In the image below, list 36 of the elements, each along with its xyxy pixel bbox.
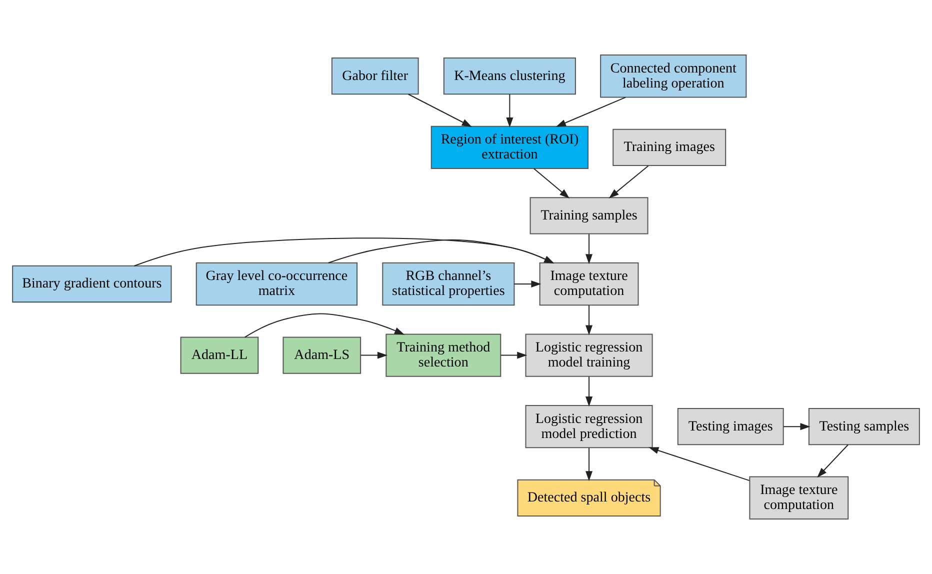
node-box: Gray level co-occurrence matrix: [196, 262, 358, 306]
arrow: [586, 448, 593, 482]
arrow: [534, 168, 570, 198]
arrow: [328, 239, 554, 264]
node-box: Gabor filter: [331, 58, 419, 95]
node-box: Region of interest (ROI) extraction: [430, 126, 589, 169]
node-box: Connected component labeling operation: [600, 54, 747, 98]
arrow: [134, 238, 554, 266]
node-box: Training method selection: [386, 334, 502, 377]
arrow: [784, 423, 810, 430]
arrow: [244, 313, 405, 338]
node-box: Testing samples: [808, 408, 920, 446]
arrow: [500, 352, 528, 359]
node-box: Training samples: [530, 197, 648, 234]
arrow: [586, 305, 593, 336]
node-box: Testing images: [677, 408, 784, 446]
arrow: [586, 234, 593, 264]
arrow: [586, 376, 593, 407]
arrow: [608, 165, 649, 198]
arrow: [408, 94, 472, 127]
node-box: Image texture computation: [539, 262, 639, 306]
arrow: [648, 447, 750, 482]
node-box: Adam-LS: [282, 336, 362, 374]
node-box: Training images: [612, 128, 726, 166]
node-box: Logistic regression model prediction: [525, 405, 653, 448]
arrow: [506, 94, 514, 128]
arrow: [817, 444, 848, 478]
node-box: Adam-LL: [180, 336, 259, 374]
node-box: Binary gradient contours: [12, 265, 172, 303]
node-box: K-Means clustering: [443, 58, 576, 95]
node-box: Logistic regression model training: [525, 334, 653, 377]
arrow: [514, 280, 542, 288]
arrow: [556, 96, 626, 127]
node-box: RGB channel’s statistical properties: [382, 262, 515, 306]
arrow: [360, 352, 388, 359]
node-box: Image texture computation: [749, 476, 849, 520]
